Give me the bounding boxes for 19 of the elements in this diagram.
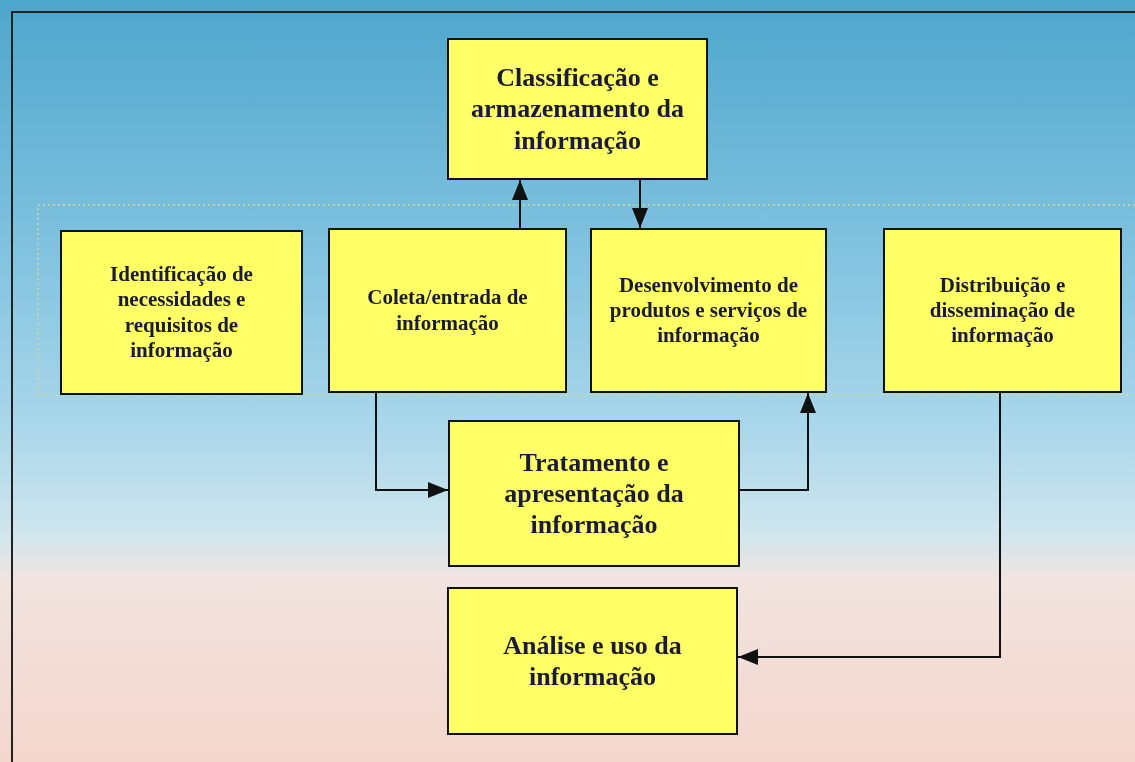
box-label: Desenvolvimento de produtos e serviços de informação <box>608 272 809 349</box>
process-box <box>448 420 740 567</box>
box-label: Identificação de necessidades e requisitos de informação <box>109 262 254 363</box>
arrow <box>632 179 648 229</box>
process-box <box>590 228 827 393</box>
process-box <box>60 230 303 395</box>
arrow <box>737 392 1001 665</box>
box-label: Coleta/entrada de informação <box>366 285 529 336</box>
process-box <box>883 228 1122 393</box>
arrow <box>739 392 816 491</box>
process-box <box>328 228 567 393</box>
box-label: Análise e uso da informação <box>502 629 683 693</box>
arrow <box>375 392 449 498</box>
box-label: Classificação e armazenamento da informação <box>470 62 685 156</box>
process-box <box>447 38 708 180</box>
arrow <box>512 179 528 229</box>
box-label: Tratamento e apresentação da informação <box>503 446 685 541</box>
process-box <box>447 587 738 735</box>
box-label: Distribuição e disseminação de informação <box>928 272 1077 349</box>
